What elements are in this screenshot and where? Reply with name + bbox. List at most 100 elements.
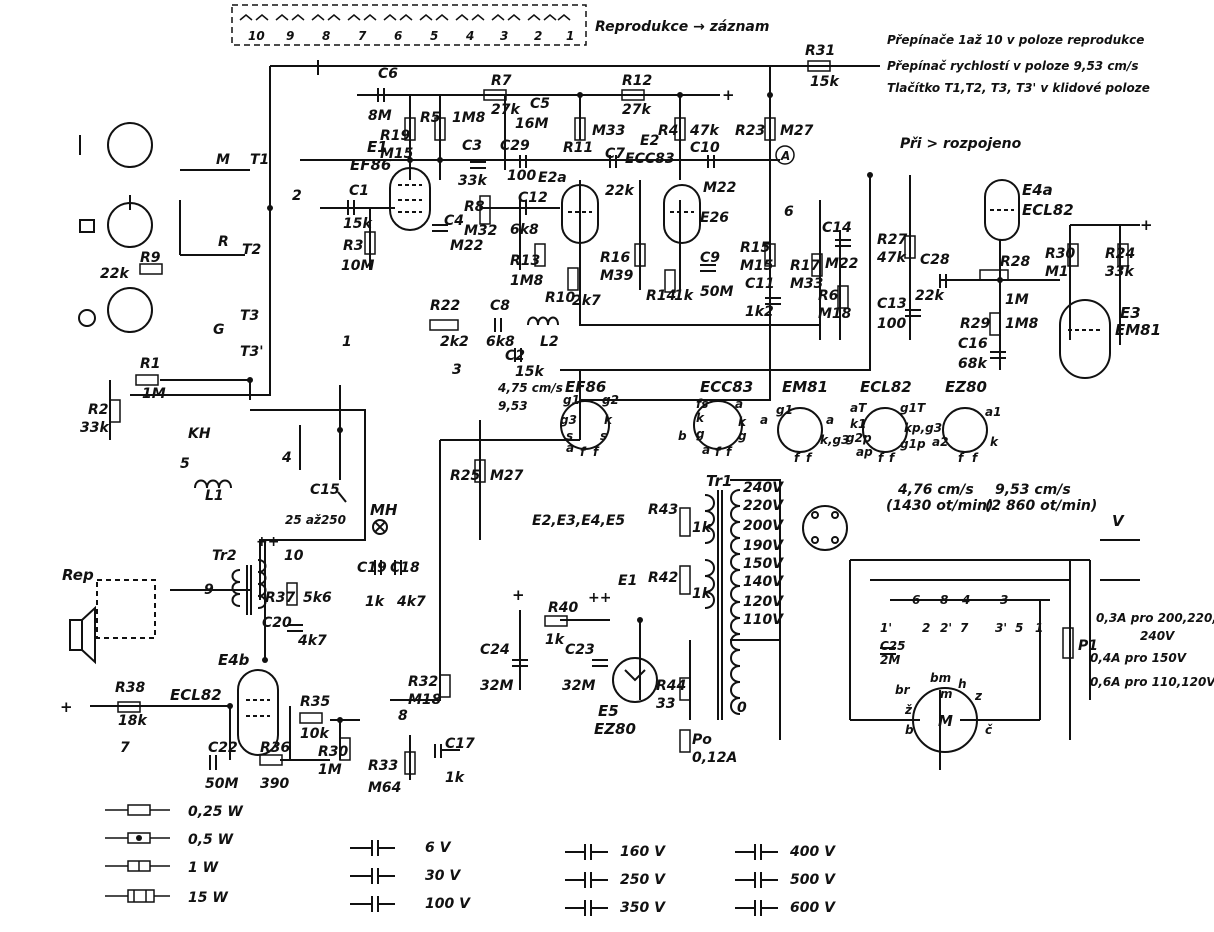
label-R24: R24 bbox=[1105, 246, 1135, 262]
sw-num: 2 bbox=[534, 29, 542, 43]
sw-pos: 8 bbox=[398, 708, 408, 724]
tube-E2b bbox=[663, 184, 701, 244]
label-T3: T3 bbox=[240, 308, 259, 324]
inductor-L2 bbox=[527, 316, 559, 326]
schematic-label: kp,g3 bbox=[904, 421, 942, 435]
legend-v: 250 V bbox=[620, 872, 666, 888]
voltage-selector bbox=[802, 505, 848, 551]
record-head-MH bbox=[372, 519, 388, 535]
tap: 140V bbox=[743, 574, 784, 590]
value-R6: M18 bbox=[818, 306, 852, 322]
sel-num: 3' bbox=[995, 621, 1007, 635]
motor-term: bm bbox=[930, 671, 951, 685]
label-R36: R36 bbox=[260, 740, 291, 756]
note-line: Tlačítko T1,T2, T3, T3' v klidové poloze bbox=[887, 81, 1150, 95]
sel-num: 6 bbox=[912, 593, 920, 607]
legend-wattage: 0,25 W 0,5 W 1 W 15 W bbox=[105, 804, 243, 906]
speed-info: 4,76 cm/s bbox=[897, 482, 974, 498]
sel-num: 1' bbox=[880, 621, 892, 635]
sw-num: 7 bbox=[358, 29, 367, 43]
legend-w: 0,5 W bbox=[188, 832, 234, 848]
schematic-label: fs bbox=[696, 397, 708, 411]
value-R44: 33 bbox=[656, 696, 675, 712]
sel-num: 2 bbox=[922, 621, 930, 635]
sw-pos: 5 bbox=[180, 456, 190, 472]
note-line: Přepínač rychlostí v poloze 9,53 cm/s bbox=[887, 59, 1138, 73]
label-R7: R7 bbox=[491, 73, 512, 89]
schematic-label: g1T bbox=[900, 401, 926, 415]
schematic-label: a bbox=[702, 443, 710, 457]
note-line: Přepínače 1až 10 v poloze reprodukce bbox=[887, 33, 1144, 47]
label-C13: C13 bbox=[877, 296, 907, 312]
label-R14: R14 bbox=[646, 288, 676, 304]
value-R42: 1k bbox=[692, 586, 713, 602]
label-C2: C2 bbox=[505, 348, 525, 364]
value-R2: 33k bbox=[80, 420, 110, 436]
tube-E4a bbox=[984, 179, 1020, 241]
value-R8: M32 bbox=[464, 223, 497, 239]
value-R19: M15 bbox=[380, 146, 414, 162]
value-R4: 47k bbox=[689, 123, 720, 139]
schematic-label: ap bbox=[856, 445, 873, 459]
label-R30b: R30 bbox=[318, 744, 349, 760]
sw-pos: 2 bbox=[292, 188, 302, 204]
labels: R31 15k C6 8M R7 27k R12 27k R19 M15 R5 … bbox=[60, 43, 1214, 796]
plus-sign: + bbox=[60, 698, 73, 716]
value-R33: M64 bbox=[368, 780, 401, 796]
legend-w: 1 W bbox=[188, 860, 219, 876]
schematic-label: a bbox=[735, 397, 743, 411]
label-E3: E3 bbox=[1120, 304, 1141, 322]
motor-term: br bbox=[895, 683, 911, 697]
value-R30b: 1M bbox=[318, 762, 342, 778]
schematic-label: f bbox=[593, 445, 600, 459]
value-C3: 33k bbox=[458, 173, 488, 189]
label-C12: C12 bbox=[518, 190, 548, 206]
sel-num: 2' bbox=[940, 621, 952, 635]
tube-E4b bbox=[237, 669, 279, 756]
label-T3p: T3' bbox=[240, 344, 264, 360]
schematic-label: a1 bbox=[985, 405, 1001, 419]
schematic-label: s bbox=[600, 429, 607, 443]
value-C5: 16M bbox=[515, 116, 548, 132]
sw-num: 1 bbox=[566, 29, 574, 43]
schematic-label: f bbox=[878, 451, 885, 465]
value-C24: 32M bbox=[480, 678, 513, 694]
value-R38: 18k bbox=[118, 713, 148, 729]
loudspeaker bbox=[69, 579, 156, 665]
schematic-label: k bbox=[990, 435, 999, 449]
value-C22: 50M bbox=[205, 776, 238, 792]
value-R35: 10k bbox=[300, 726, 330, 742]
motor-M bbox=[912, 687, 978, 753]
transformer-Tr2 bbox=[231, 559, 267, 615]
sw-pos: 1 bbox=[342, 334, 352, 350]
label-C8: C8 bbox=[490, 298, 510, 314]
fuse-note: 0,6A pro 110,120V bbox=[1090, 675, 1214, 689]
fuse-note: 240V bbox=[1140, 629, 1176, 643]
schematic-label: a bbox=[566, 441, 574, 455]
value-C18: 4k7 bbox=[396, 594, 426, 610]
value-C11: 1k2 bbox=[745, 304, 774, 320]
value-E4a: ECL82 bbox=[1022, 201, 1074, 219]
label-R29: R29 bbox=[960, 316, 991, 332]
label-C25: C25 bbox=[880, 639, 906, 653]
label-R33: R33 bbox=[368, 758, 398, 774]
value-R12: 27k bbox=[622, 102, 652, 118]
label-R28: R28 bbox=[1000, 254, 1031, 270]
value-C13: 100 bbox=[877, 316, 906, 332]
tap: 190V bbox=[743, 538, 784, 554]
value-C17: 1k bbox=[445, 770, 466, 786]
pinout-title: EM81 bbox=[782, 378, 828, 396]
schematic-label: f bbox=[889, 451, 896, 465]
sw-num: 4 bbox=[465, 29, 474, 43]
label-R1: R1 bbox=[140, 356, 161, 372]
label-C29: C29 bbox=[500, 138, 530, 154]
sw-num: 9 bbox=[286, 29, 294, 43]
legend-voltage: 6 V 30 V 100 V 160 V 250 V 350 V 400 V 5… bbox=[350, 840, 836, 916]
schematic-label: g3 bbox=[560, 413, 577, 427]
tap: 150V bbox=[743, 556, 784, 572]
pinout-title: EF86 bbox=[565, 378, 606, 396]
legend-v: 160 V bbox=[620, 844, 666, 860]
value-C28: 22k bbox=[915, 288, 945, 304]
motor-term: b bbox=[905, 723, 914, 737]
sw-pos: 9 bbox=[204, 582, 214, 598]
